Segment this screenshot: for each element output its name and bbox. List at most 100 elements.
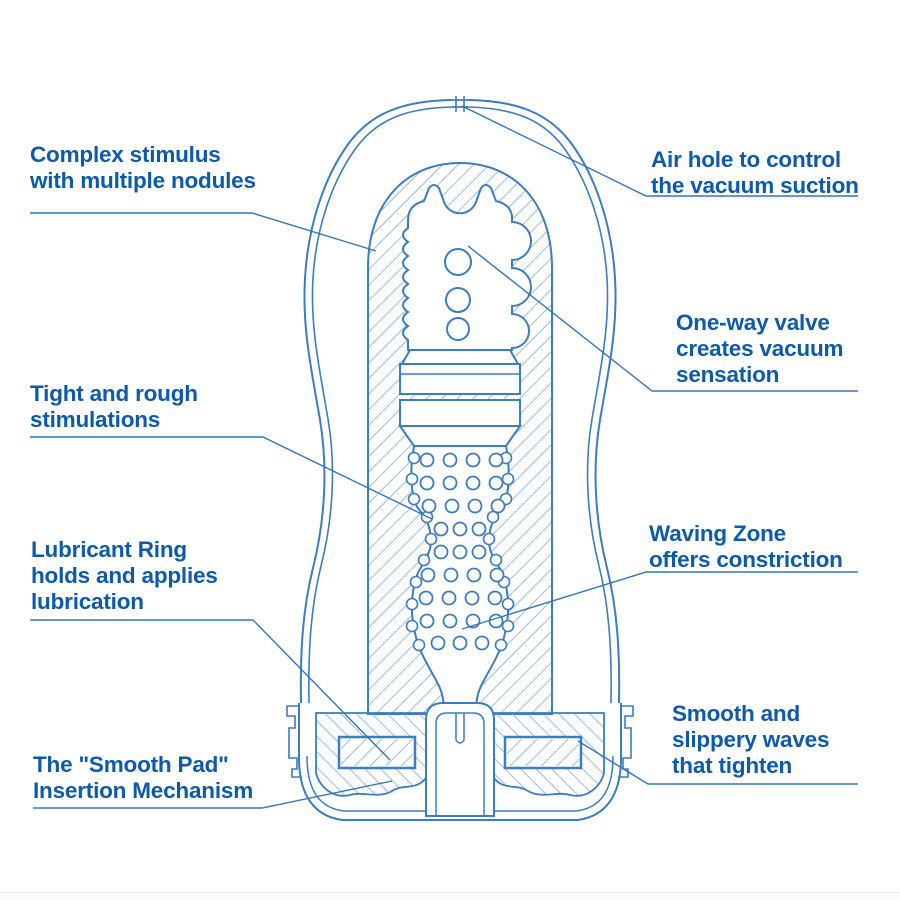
nodule-dot bbox=[433, 521, 449, 537]
nodule-dot bbox=[489, 567, 505, 583]
channel-scallop-bumps bbox=[405, 451, 515, 652]
leader-waving-zone bbox=[461, 571, 858, 630]
nodule-dot bbox=[419, 613, 435, 629]
nodule-dots bbox=[418, 452, 506, 651]
label-line: with multiple nodules bbox=[30, 168, 256, 193]
nodule-dot bbox=[442, 452, 458, 468]
valve-rings bbox=[398, 349, 522, 447]
label-air-hole: Air hole to control the vacuum suction bbox=[651, 147, 859, 199]
lubricant-pads bbox=[337, 735, 583, 770]
entry-column bbox=[425, 702, 495, 817]
leader-complex-stimulus bbox=[30, 212, 377, 252]
nodule-channel bbox=[405, 445, 515, 714]
nodule-dot bbox=[482, 532, 496, 546]
nodule-dot bbox=[471, 521, 487, 537]
nodule-dot bbox=[420, 567, 436, 583]
nodule-dot bbox=[412, 638, 426, 652]
lubricant-pad-right-hatch bbox=[507, 739, 579, 766]
label-line: holds and applies bbox=[31, 563, 218, 588]
label-one-way-valve: One-way valve creates vacuum sensation bbox=[676, 310, 844, 388]
valve-ring-upper bbox=[399, 363, 521, 395]
nodule-dot bbox=[466, 567, 482, 583]
leader-lines bbox=[30, 105, 858, 809]
label-line: Waving Zone bbox=[649, 521, 786, 546]
nodule-dot bbox=[489, 553, 503, 567]
nodule-dot bbox=[465, 475, 481, 491]
label-line: Tight and rough bbox=[30, 381, 198, 406]
nodule-dot bbox=[409, 575, 423, 589]
label-line: Air hole to control bbox=[651, 147, 841, 172]
label-lubricant-ring: Lubricant Ring holds and applies lubrica… bbox=[31, 537, 218, 615]
base-clip-left bbox=[286, 705, 302, 778]
nodule-dot bbox=[407, 492, 421, 506]
label-line: creates vacuum bbox=[676, 336, 844, 361]
nodule-dot bbox=[441, 590, 457, 606]
cup-inner-wall-left bbox=[308, 106, 453, 704]
lubricant-pad-left-hatch bbox=[341, 739, 413, 766]
nodule-dot bbox=[488, 475, 504, 491]
nodule-dot bbox=[430, 635, 446, 651]
leader-lubricant-ring bbox=[30, 619, 391, 761]
nodule-dot bbox=[464, 590, 480, 606]
cup-inner-wall-right bbox=[467, 106, 612, 704]
label-tight-rough: Tight and rough stimulations bbox=[30, 381, 198, 433]
label-line: Lubricant Ring bbox=[31, 537, 187, 562]
leader-smooth-pad bbox=[33, 780, 393, 809]
nodule-dot bbox=[490, 498, 506, 514]
entry-column-inner bbox=[435, 712, 485, 816]
nodule-dot bbox=[474, 635, 490, 651]
bottom-edge-strip bbox=[0, 892, 900, 900]
head-chamber bbox=[402, 184, 532, 351]
nodule-dot bbox=[424, 532, 438, 546]
nodule-dot bbox=[405, 472, 419, 486]
label-line: The "Smooth Pad" bbox=[33, 752, 229, 777]
cup-outer-wall-right bbox=[469, 99, 621, 704]
nodule-dot bbox=[405, 619, 419, 633]
nodule-dot bbox=[501, 472, 515, 486]
label-line: lubrication bbox=[31, 589, 144, 614]
valve-hole-bottom bbox=[446, 317, 470, 341]
valve-funnel-top bbox=[400, 349, 520, 365]
valve-hole-middle bbox=[445, 287, 471, 313]
nodule-dot bbox=[417, 553, 431, 567]
nodule-dot bbox=[419, 475, 435, 491]
label-smooth-waves: Smooth and slippery waves that tighten bbox=[672, 701, 829, 779]
nodule-dot bbox=[407, 451, 421, 465]
nodule-dot bbox=[486, 510, 500, 524]
label-line: sensation bbox=[676, 362, 780, 387]
label-line: that tighten bbox=[672, 753, 793, 778]
base-clip-right bbox=[618, 705, 634, 778]
label-line: Complex stimulus bbox=[30, 142, 221, 167]
cup-body bbox=[299, 99, 621, 704]
nodule-dot bbox=[467, 498, 483, 514]
label-line: the vacuum suction bbox=[651, 173, 859, 198]
leader-smooth-waves bbox=[577, 740, 858, 785]
nodule-dot bbox=[418, 590, 434, 606]
label-line: Smooth and bbox=[672, 701, 800, 726]
label-line: stimulations bbox=[30, 407, 161, 432]
base-mechanism bbox=[286, 702, 634, 821]
leader-tight-rough bbox=[30, 436, 433, 520]
nodule-dot bbox=[452, 635, 468, 651]
leader-air-hole bbox=[461, 105, 858, 197]
label-complex-stimulus: Complex stimulus with multiple nodules bbox=[30, 142, 256, 194]
label-line: offers constriction bbox=[649, 547, 843, 572]
nodule-dot bbox=[442, 613, 458, 629]
nodule-dot bbox=[501, 597, 515, 611]
nodule-dot bbox=[405, 597, 419, 611]
nodule-dot bbox=[433, 544, 449, 560]
nodule-dot bbox=[452, 521, 468, 537]
nodule-dot bbox=[488, 452, 504, 468]
entry-slot bbox=[455, 713, 465, 744]
nodule-dot bbox=[443, 567, 459, 583]
nodule-dot bbox=[452, 544, 468, 560]
nodule-dot bbox=[501, 619, 515, 633]
cup-outer-wall-left bbox=[299, 99, 451, 704]
air-hole-notch bbox=[455, 96, 465, 112]
valve-hole-top bbox=[444, 248, 472, 276]
entry-column-outer bbox=[425, 702, 495, 817]
nodule-dot bbox=[465, 452, 481, 468]
nodule-dot bbox=[494, 638, 508, 652]
